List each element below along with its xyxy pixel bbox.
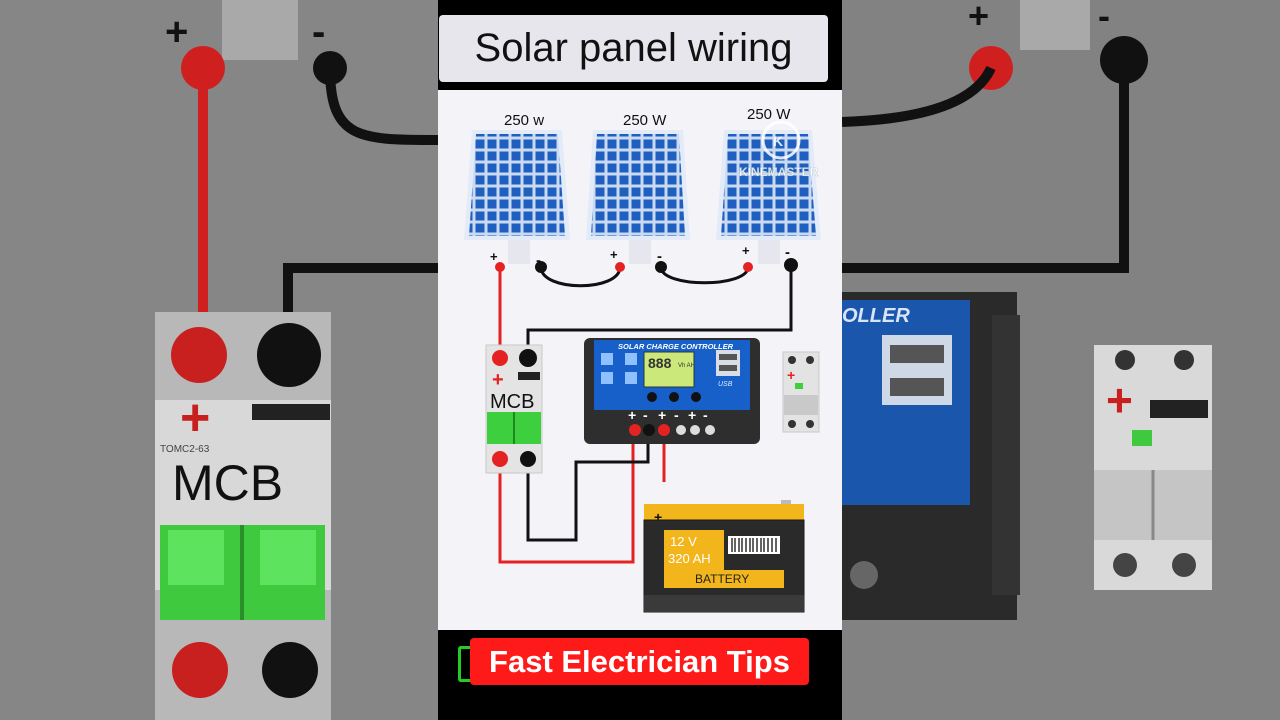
wiring-diagram: 250 w 250 W 250 W K bbox=[438, 90, 842, 630]
battery: + 12 V 320 AH BATTERY bbox=[643, 500, 805, 613]
background-right-art: + - OLLER + bbox=[842, 0, 1280, 720]
title-banner: Solar panel wiring bbox=[439, 15, 828, 82]
battery-label: BATTERY bbox=[695, 572, 749, 586]
controller-units: Vh AH bbox=[678, 363, 695, 369]
controller-solar-minus: - bbox=[643, 407, 648, 423]
mcb-plus: + bbox=[492, 369, 504, 391]
small-breaker-plus: + bbox=[787, 367, 795, 383]
series-link-2 bbox=[659, 266, 750, 285]
controller-solar-plus: + bbox=[628, 407, 636, 423]
panel-2-plus: + bbox=[610, 247, 618, 262]
panel-1-label: 250 w bbox=[504, 112, 544, 129]
solar-panel-3 bbox=[716, 130, 821, 264]
mcb-label: MCB bbox=[490, 391, 534, 413]
battery-plus: + bbox=[654, 509, 662, 525]
controller-battery-minus: - bbox=[674, 407, 679, 423]
panel-2-label: 250 W bbox=[623, 112, 667, 129]
channel-banner: Fast Electrician Tips bbox=[470, 638, 809, 685]
controller-battery-plus: + bbox=[658, 407, 666, 423]
bg-mcb-label: MCB bbox=[172, 455, 283, 511]
bg-controller-label: OLLER bbox=[842, 305, 910, 327]
brand-tab-decoration bbox=[458, 646, 471, 682]
watermark-text: KINEMASTER bbox=[739, 165, 819, 179]
bg-minus-sign: - bbox=[312, 10, 325, 54]
battery-capacity: 320 AH bbox=[668, 551, 711, 566]
background-left-zoom: + - + TOMC2-63 MCB bbox=[0, 0, 438, 720]
panel-3-minus: - bbox=[785, 244, 790, 261]
negative-wire-panel-to-mcb bbox=[526, 265, 793, 358]
mcb-breaker: + MCB bbox=[485, 344, 543, 474]
panel-3-plus: + bbox=[742, 243, 750, 258]
bg-mcb-plus: + bbox=[180, 389, 210, 447]
controller-label: SOLAR CHARGE CONTROLLER bbox=[618, 342, 734, 351]
panel-1-plus: + bbox=[490, 249, 498, 264]
kinemaster-watermark: K KINEMASTER bbox=[739, 120, 819, 179]
solar-panel-2 bbox=[586, 130, 690, 264]
channel-name: Fast Electrician Tips bbox=[489, 643, 790, 679]
solar-charge-controller: SOLAR CHARGE CONTROLLER 888 Vh AH USB + … bbox=[584, 338, 760, 444]
bg-mcb-model: TOMC2-63 bbox=[160, 444, 210, 455]
bg-right-minus: - bbox=[1098, 0, 1110, 36]
controller-load-minus: - bbox=[703, 407, 708, 423]
controller-display: 888 bbox=[648, 355, 672, 371]
background-left-art: + - + TOMC2-63 MCB bbox=[0, 0, 438, 720]
panel-2-minus: - bbox=[657, 248, 662, 265]
positive-wire-mcb-to-controller bbox=[498, 432, 635, 564]
bg-right-plus: + bbox=[968, 0, 989, 36]
controller-usb: USB bbox=[718, 381, 733, 388]
controller-load-plus: + bbox=[688, 407, 696, 423]
solar-panel-1 bbox=[464, 130, 570, 264]
page-title: Solar panel wiring bbox=[474, 26, 793, 70]
bg-right-mcb-plus: + bbox=[1106, 374, 1133, 426]
wiring-diagram-svg: 250 w 250 W 250 W K bbox=[464, 106, 821, 613]
small-breaker: + bbox=[782, 351, 820, 433]
background-right-zoom: + - OLLER + bbox=[842, 0, 1280, 720]
bg-plus-sign: + bbox=[165, 10, 188, 54]
negative-wire-mcb-to-controller bbox=[526, 432, 650, 542]
battery-voltage: 12 V bbox=[670, 534, 697, 549]
series-link-1 bbox=[539, 266, 622, 288]
panel-3-label: 250 W bbox=[747, 106, 791, 123]
panel-1-minus: - bbox=[536, 252, 541, 269]
svg-text:K: K bbox=[773, 133, 783, 149]
video-frame: Solar panel wiring 250 w 250 W 250 W bbox=[438, 0, 842, 720]
